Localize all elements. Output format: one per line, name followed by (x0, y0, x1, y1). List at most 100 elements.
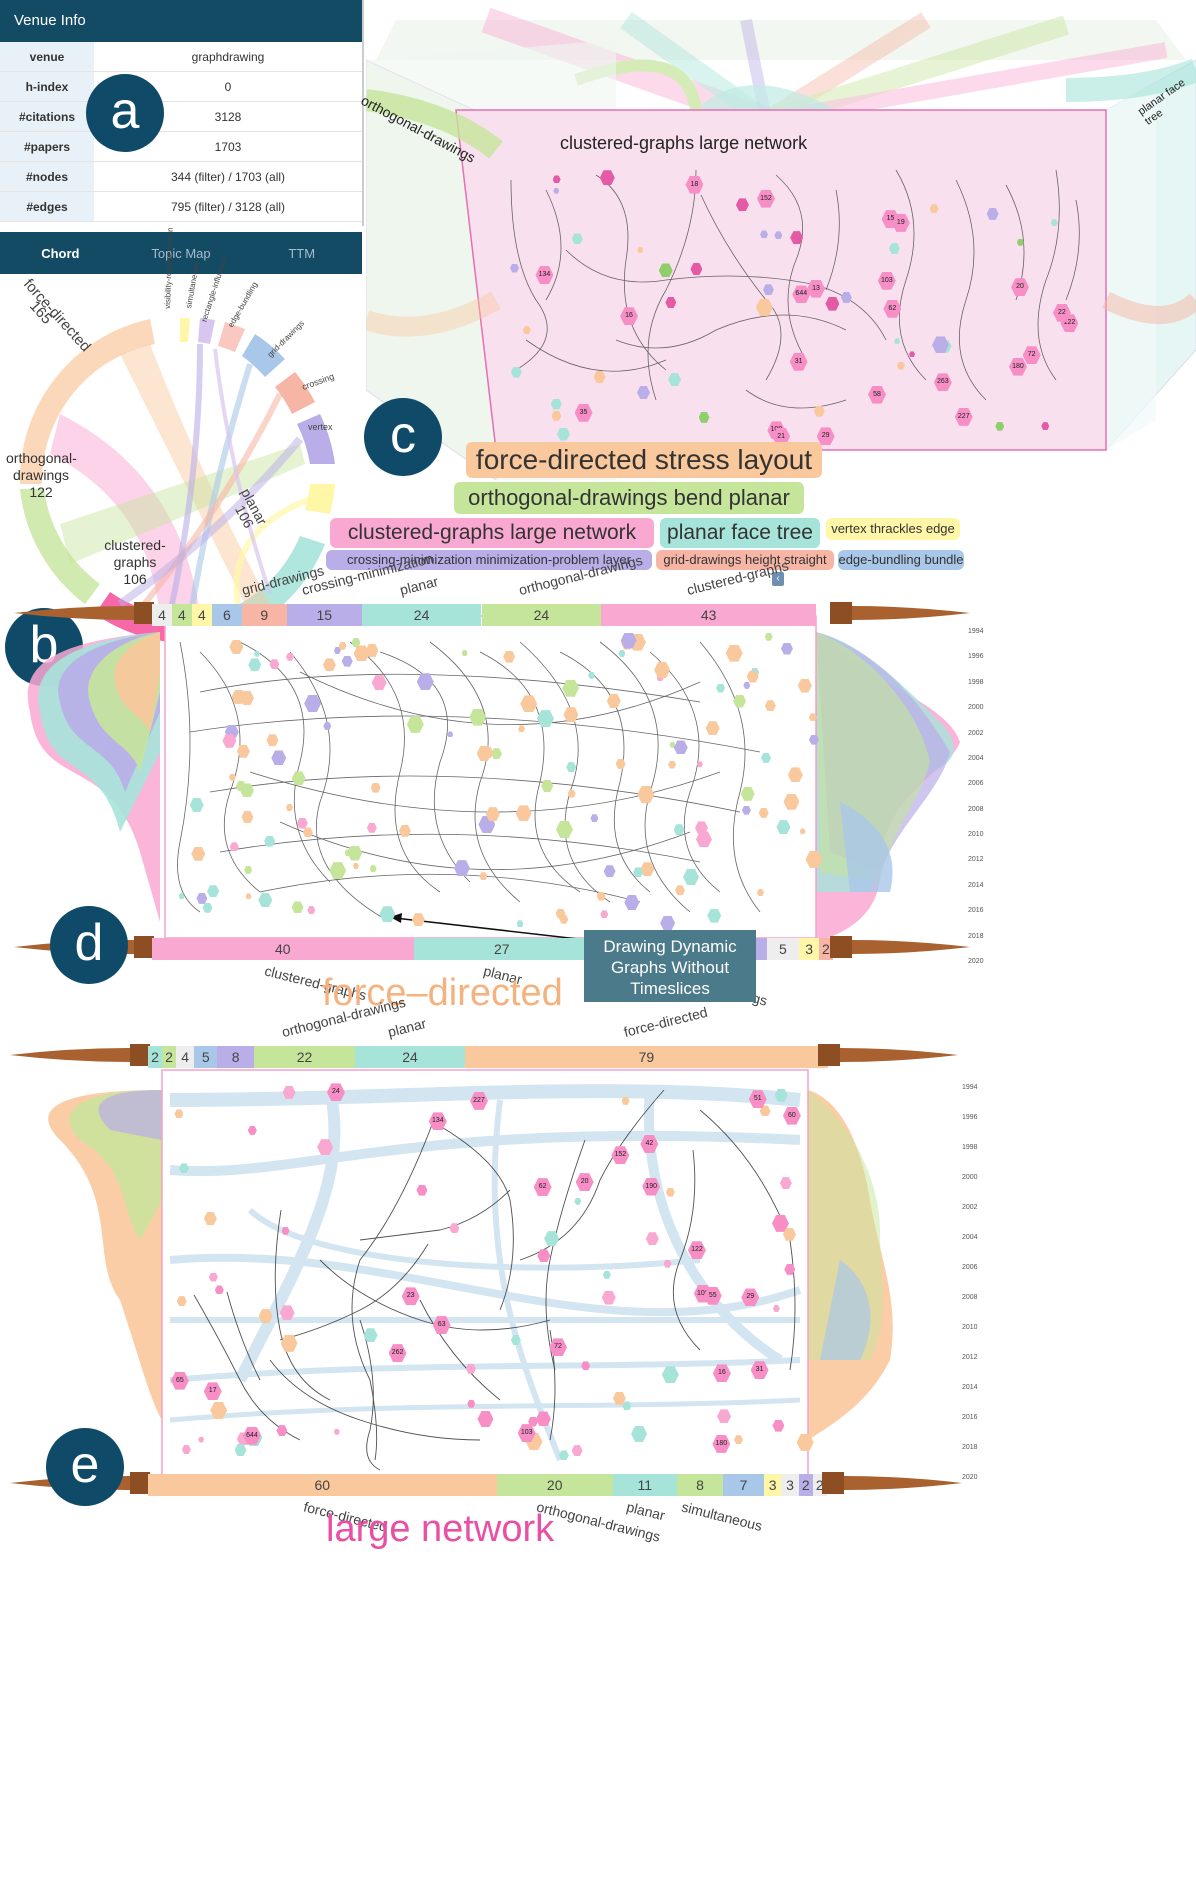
graph-node[interactable] (663, 1259, 672, 1268)
cube-view[interactable]: clustered-graphs large network orthogona… (358, 0, 1196, 690)
graph-node[interactable] (631, 1425, 648, 1442)
graph-node[interactable] (552, 175, 561, 184)
graph-node[interactable] (694, 821, 708, 835)
graph-node[interactable] (612, 1391, 626, 1405)
graph-node[interactable] (276, 1425, 288, 1437)
graph-node[interactable] (735, 198, 749, 212)
graph-node[interactable] (645, 1232, 659, 1246)
topic-segment[interactable]: 3 (763, 1474, 782, 1496)
graph-node[interactable] (840, 291, 852, 303)
graph-node[interactable] (291, 771, 306, 786)
graph-node[interactable] (790, 231, 804, 245)
topic-segment[interactable]: 4 (171, 604, 192, 626)
collapse-chevron-icon[interactable]: ‹ (772, 572, 784, 586)
graph-node[interactable] (986, 207, 999, 220)
graph-node[interactable] (675, 885, 686, 896)
graph-node-labeled[interactable]: 134 (428, 1112, 447, 1131)
graph-node[interactable] (556, 427, 570, 441)
graph-node[interactable] (553, 187, 560, 194)
graph-node[interactable] (796, 1433, 814, 1451)
legend-edge-bundling[interactable]: edge-bundling bundle (838, 550, 964, 570)
graph-node[interactable] (758, 807, 769, 818)
graph-node-labeled[interactable]: 262 (388, 1344, 407, 1363)
graph-node[interactable] (787, 767, 803, 783)
graph-node[interactable] (669, 741, 676, 748)
graph-node[interactable] (555, 821, 573, 839)
graph-node[interactable] (593, 370, 606, 383)
graph-node[interactable] (416, 1184, 428, 1196)
graph-node[interactable] (202, 902, 213, 913)
graph-node[interactable] (673, 740, 688, 755)
graph-node-labeled[interactable]: 263 (933, 373, 952, 392)
graph-node[interactable] (174, 1109, 184, 1119)
graph-node-labeled[interactable]: 13 (807, 279, 826, 298)
graph-node[interactable] (370, 782, 381, 793)
tab-ttm[interactable]: TTM (288, 245, 316, 261)
topic-segment[interactable]: 2 (818, 938, 833, 960)
graph-node[interactable] (522, 326, 531, 335)
e-top-scroll-right-handle[interactable] (818, 1044, 958, 1066)
graph-node[interactable] (461, 650, 468, 656)
graph-node-labeled[interactable]: 21 (772, 427, 791, 446)
graph-node[interactable] (537, 1249, 551, 1263)
graph-node[interactable] (716, 683, 726, 693)
graph-node-labeled[interactable]: 180 (712, 1434, 731, 1453)
graph-node-labeled[interactable]: 17 (203, 1382, 222, 1401)
legend-planar[interactable]: planar face tree (660, 518, 820, 548)
graph-node[interactable] (544, 1231, 560, 1247)
graph-node-labeled[interactable]: 23 (401, 1287, 420, 1306)
graph-node[interactable] (566, 762, 577, 773)
graph-node[interactable] (637, 246, 644, 253)
graph-node-labeled[interactable]: 29 (816, 427, 835, 446)
graph-node[interactable] (285, 804, 293, 811)
topic-segment[interactable]: 4 (191, 604, 212, 626)
graph-node-labeled[interactable]: 65 (170, 1371, 189, 1390)
graph-node-labeled[interactable]: 644 (792, 285, 811, 304)
graph-node[interactable] (516, 920, 524, 928)
graph-node[interactable] (658, 263, 673, 278)
graph-node[interactable] (562, 679, 580, 697)
graph-node[interactable] (637, 385, 650, 399)
graph-node[interactable] (705, 721, 720, 736)
graph-node[interactable] (469, 708, 487, 726)
graph-node-labeled[interactable]: 16 (620, 307, 639, 326)
graph-node-labeled[interactable]: 152 (756, 189, 775, 208)
graph-node-labeled[interactable]: 19 (891, 213, 910, 232)
graph-node[interactable] (599, 170, 615, 186)
graph-node[interactable] (344, 849, 352, 857)
graph-node[interactable] (761, 752, 772, 763)
graph-node[interactable] (302, 827, 313, 838)
graph-node[interactable] (661, 1366, 679, 1384)
graph-node[interactable] (241, 810, 254, 823)
graph-node[interactable] (453, 860, 470, 877)
graph-node[interactable] (797, 678, 812, 693)
graph-node[interactable] (799, 828, 806, 835)
graph-node[interactable] (179, 1163, 189, 1174)
graph-node[interactable] (774, 1088, 788, 1102)
graph-node-labeled[interactable]: 103 (517, 1424, 536, 1443)
graph-node[interactable] (528, 1416, 539, 1427)
graph-node-labeled[interactable]: 31 (789, 352, 808, 371)
graph-node[interactable] (624, 894, 640, 910)
graph-node-labeled[interactable]: 63 (432, 1316, 451, 1335)
graph-node[interactable] (351, 637, 361, 647)
graph-node[interactable] (510, 1335, 521, 1346)
graph-node[interactable] (477, 1411, 494, 1428)
legend-force-directed[interactable]: force-directed stress layout (466, 442, 822, 478)
graph-node[interactable] (264, 835, 276, 847)
topic-segment[interactable]: 5 (194, 1046, 218, 1068)
graph-node-labeled[interactable]: 62 (883, 299, 902, 318)
graph-node[interactable] (235, 781, 246, 792)
topic-segment[interactable]: 3 (799, 938, 819, 960)
graph-node[interactable] (603, 865, 616, 878)
graph-node[interactable] (509, 263, 519, 273)
graph-node[interactable] (601, 1290, 616, 1305)
graph-node[interactable] (909, 351, 916, 358)
graph-node-labeled[interactable]: 16 (712, 1364, 731, 1383)
graph-node[interactable] (266, 734, 279, 747)
graph-node[interactable] (406, 715, 424, 733)
graph-node[interactable] (189, 798, 204, 812)
